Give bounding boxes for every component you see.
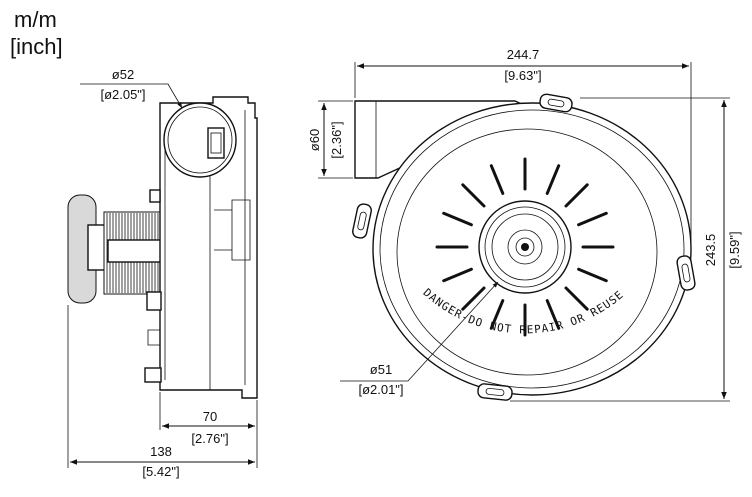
mounting-tab-top — [539, 93, 573, 113]
dim-inlet-diameter: ø52 [ø2.05"] — [80, 67, 183, 109]
dim-width-mm: 244.7 — [507, 47, 540, 62]
dim-depth70-inch: [2.76"] — [191, 431, 228, 446]
dim-inlet-mm: ø52 — [112, 67, 134, 82]
spoke — [545, 299, 561, 330]
dim-total-depth: 138 [5.42"] — [67, 305, 255, 479]
dim-depth138-mm: 138 — [150, 444, 172, 459]
dim-inlet-inch: [ø2.05"] — [100, 87, 145, 102]
side-view — [67, 96, 258, 399]
mounting-tab-right — [676, 255, 696, 291]
dim-height-inch: [9.59"] — [727, 231, 742, 268]
side-inlet-ring — [163, 102, 237, 178]
dim-housing-depth: 70 [2.76"] — [159, 392, 258, 468]
spoke — [489, 164, 505, 195]
motor-band — [107, 239, 163, 263]
units-inch-label: [inch] — [10, 34, 63, 59]
dim-hub-mm: ø51 — [370, 362, 392, 377]
dim-width-total: 244.7 [9.63"] — [354, 47, 692, 252]
dim-hub-inch: [ø2.01"] — [358, 382, 403, 397]
units-mm-label: m/m — [14, 7, 57, 32]
dim-outlet-mm: ø60 — [307, 129, 322, 151]
spoke — [461, 183, 486, 208]
dim-outlet-diameter: ø60 [2.36"] — [307, 100, 353, 179]
spoke — [545, 164, 561, 195]
mounting-tab-bottom — [477, 383, 513, 401]
spoke — [442, 267, 473, 283]
dim-depth70-mm: 70 — [203, 409, 217, 424]
dim-hub-diameter: ø51 [ø2.01"] — [340, 281, 499, 397]
front-view: DANGER-DO NOT REPAIR OR REUSE — [352, 93, 696, 401]
spoke — [461, 286, 486, 311]
mounting-tab-left — [352, 203, 372, 239]
spoke — [577, 267, 608, 283]
dim-width-inch: [9.63"] — [504, 68, 541, 83]
dim-depth138-inch: [5.42"] — [142, 464, 179, 479]
impeller-spokes — [435, 157, 615, 337]
spoke — [489, 299, 505, 330]
spoke — [442, 211, 473, 227]
side-bearing-block — [87, 224, 107, 271]
side-inlet-clip — [207, 127, 225, 159]
dim-height-total: 243.5 [9.59"] — [510, 97, 742, 402]
dim-outlet-inch: [2.36"] — [329, 121, 344, 158]
dim-height-mm: 243.5 — [703, 234, 718, 267]
spoke — [564, 183, 589, 208]
spoke — [577, 211, 608, 227]
spoke — [564, 286, 589, 311]
